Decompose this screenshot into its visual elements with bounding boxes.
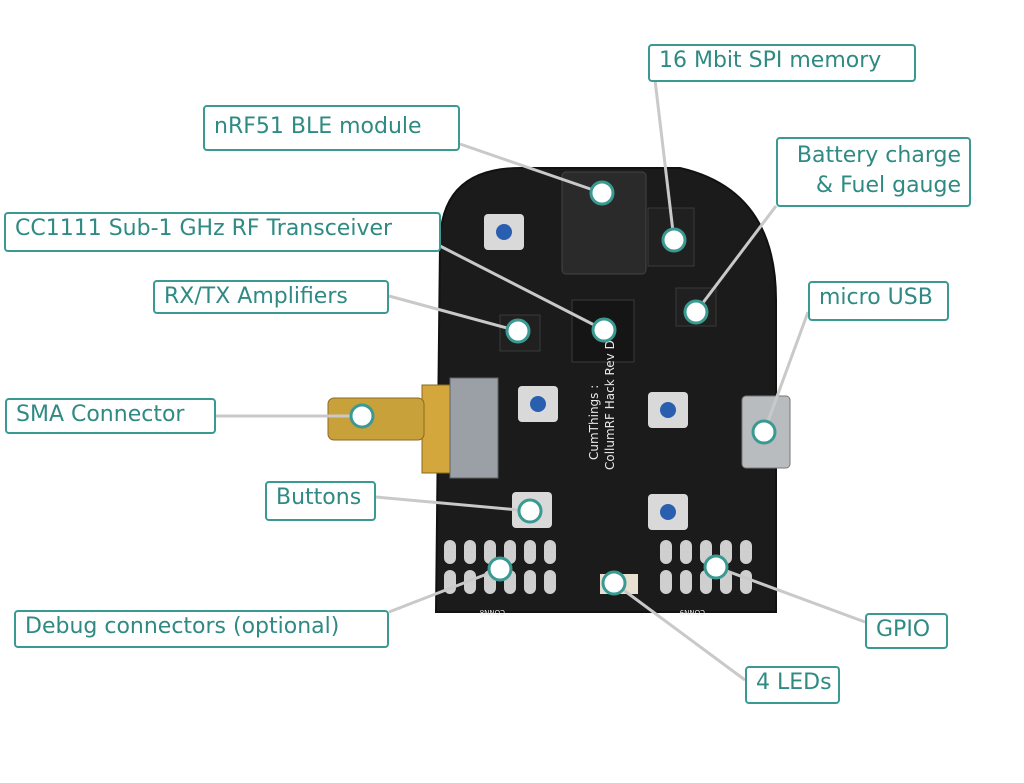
label-gpio-text: GPIO (876, 617, 931, 642)
marker-dot-leds (601, 570, 627, 596)
debug-connector-pad (444, 540, 456, 564)
silkscreen-brand: CumThings : (587, 385, 601, 460)
debug-connector-pad (524, 570, 536, 594)
debug-connector-pad (464, 540, 476, 564)
silkscreen-product: CollumRF Hack Rev D (603, 340, 617, 470)
marker-dot-amplifiers (505, 318, 531, 344)
marker-dots (349, 180, 777, 596)
leader-line-buttons (375, 495, 531, 513)
label-amplifiers: RX/TX Amplifiers (153, 280, 389, 314)
label-micro-usb: micro USB (808, 281, 949, 321)
label-debug-connectors-text: Debug connectors (optional) (25, 614, 340, 639)
gpio-header-pad (680, 570, 692, 594)
label-gpio: GPIO (865, 613, 948, 649)
label-sma-connector-text: SMA Connector (16, 402, 185, 427)
label-rf-transceiver-text: CC1111 Sub-1 GHz RF Transceiver (15, 216, 393, 241)
marker-dot-buttons (517, 498, 543, 524)
leader-line-rf (439, 244, 605, 332)
label-battery-line1: Battery charge (796, 143, 961, 168)
marker-dot-micro-usb (751, 419, 777, 445)
label-buttons: Buttons (265, 481, 376, 521)
sma-connector-barrel (327, 397, 425, 441)
label-spi-memory: 16 Mbit SPI memory (648, 44, 916, 82)
gpio-header-pads (660, 540, 752, 594)
nrf51-module-chip (561, 171, 647, 275)
button-sw6-cap (496, 224, 512, 240)
label-amplifiers-text: RX/TX Amplifiers (164, 284, 348, 309)
debug-connector-pad (544, 570, 556, 594)
gpio-header-pad (660, 570, 672, 594)
label-buttons-text: Buttons (276, 485, 362, 510)
label-micro-usb-text: micro USB (819, 285, 933, 310)
label-leds: 4 LEDs (745, 666, 840, 704)
label-spi-memory-text: 16 Mbit SPI memory (659, 48, 882, 73)
marker-dot-rf (591, 317, 617, 343)
label-battery-line2: & Fuel gauge (815, 173, 961, 198)
debug-connector-pad (504, 540, 516, 564)
debug-connector-pad (484, 540, 496, 564)
label-ble-module-text: nRF51 BLE module (214, 114, 422, 139)
marker-dot-spi-memory (661, 227, 687, 253)
leader-line-battery (694, 205, 778, 313)
leader-line-amplifiers (388, 294, 519, 333)
gpio-header-pad (680, 540, 692, 564)
marker-dot-battery (683, 299, 709, 325)
label-leds-text: 4 LEDs (756, 670, 832, 695)
leader-line-gpio (715, 565, 866, 624)
leader-lines (216, 79, 866, 682)
debug-connector-pad (544, 540, 556, 564)
silkscreen-conn-right: CONN9 (680, 608, 705, 616)
label-debug-connectors: Debug connectors (optional) (14, 610, 389, 648)
leader-line-ble-module (459, 142, 603, 195)
silkscreen-conn-left: CONN8 (480, 608, 505, 616)
leader-line-spi-memory (653, 79, 676, 241)
button-sw5-cap (660, 504, 676, 520)
debug-connector-pad (524, 540, 536, 564)
debug-connector-pads (444, 540, 556, 594)
button-right-cap (660, 402, 676, 418)
label-battery-fuel-gauge: Battery charge & Fuel gauge (776, 137, 971, 207)
leader-line-leds (613, 581, 746, 682)
marker-dot-gpio (703, 554, 729, 580)
label-sma-connector: SMA Connector (5, 398, 216, 434)
label-rf-transceiver: CC1111 Sub-1 GHz RF Transceiver (4, 212, 441, 252)
leader-line-debug (388, 567, 501, 614)
leader-line-micro-usb (762, 311, 810, 433)
marker-dot-ble-module (589, 180, 615, 206)
button-left-cap (530, 396, 546, 412)
gpio-header-pad (740, 570, 752, 594)
gpio-header-pad (740, 540, 752, 564)
label-ble-module: nRF51 BLE module (203, 105, 460, 151)
gpio-header-pad (660, 540, 672, 564)
marker-dot-sma (349, 403, 375, 429)
marker-dot-debug (487, 556, 513, 582)
sma-metal-shield (449, 377, 499, 479)
